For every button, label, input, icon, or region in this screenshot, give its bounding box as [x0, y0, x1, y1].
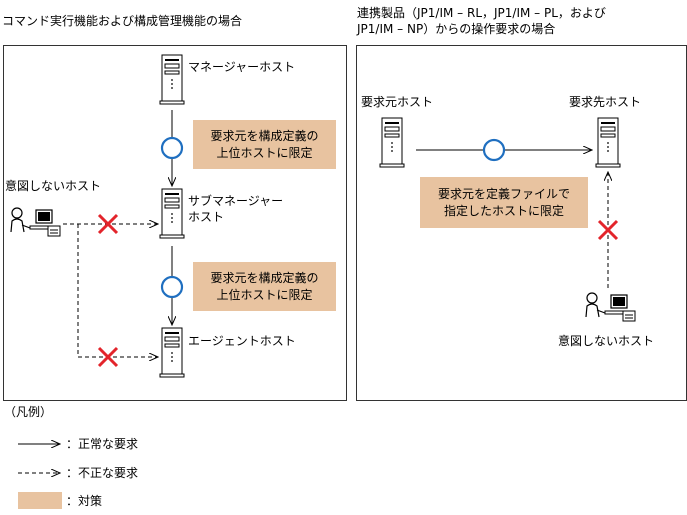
note-manager-to-submanager: 要求元を構成定義の上位ホストに限定 — [193, 120, 336, 169]
left-panel-title: コマンド実行機能および構成管理機能の場合 — [2, 14, 243, 28]
legend-countermeasure-label: ：対策 — [66, 494, 103, 508]
note3-line1: 要求元を定義ファイルで — [437, 186, 570, 201]
source-server-icon — [379, 117, 405, 168]
left-unintended-user-icon — [10, 207, 61, 237]
right-unintended-user-icon — [585, 292, 636, 322]
note2-line2: 上位ホストに限定 — [216, 287, 313, 302]
manager-server-icon — [159, 54, 185, 105]
dest-server-icon — [595, 117, 621, 168]
invalid-arrow-to-agent — [77, 224, 158, 357]
legend-invalid-label: ：不正な要求 — [66, 466, 139, 480]
left-unintended-host-label: 意図しないホスト — [5, 179, 102, 193]
right-unintended-host-label: 意図しないホスト — [558, 334, 655, 348]
submanager-host-label-line2: ホスト — [188, 210, 225, 224]
note1-line2: 上位ホストに限定 — [216, 145, 313, 160]
ok-circle-icon — [160, 136, 184, 160]
legend-normal-label: ：正常な要求 — [66, 437, 139, 451]
legend-title: （凡例） — [4, 405, 53, 419]
legend-countermeasure-swatch — [18, 492, 62, 509]
submanager-server-icon — [159, 188, 185, 239]
right-panel-title-line2: JP1/IM – NP）からの操作要求の場合 — [357, 22, 556, 36]
note-submanager-to-agent: 要求元を構成定義の上位ホストに限定 — [193, 262, 336, 311]
submanager-host-label-line1: サブマネージャー — [188, 194, 284, 208]
ok-circle-icon — [482, 138, 506, 162]
source-host-label: 要求元ホスト — [361, 95, 434, 109]
ok-circle-icon — [160, 275, 184, 299]
note-right-panel: 要求元を定義ファイルで指定したホストに限定 — [420, 177, 588, 228]
note1-line1: 要求元を構成定義の — [210, 128, 319, 143]
agent-host-label: エージェントホスト — [188, 334, 296, 348]
agent-server-icon — [159, 327, 185, 378]
manager-host-label: マネージャーホスト — [188, 60, 296, 74]
dest-host-label: 要求先ホスト — [569, 95, 642, 109]
note3-line2: 指定したホストに限定 — [443, 203, 564, 218]
right-panel-title-line1: 連携製品（JP1/IM – RL，JP1/IM – PL，および — [357, 6, 606, 20]
note2-line1: 要求元を構成定義の — [210, 270, 319, 285]
